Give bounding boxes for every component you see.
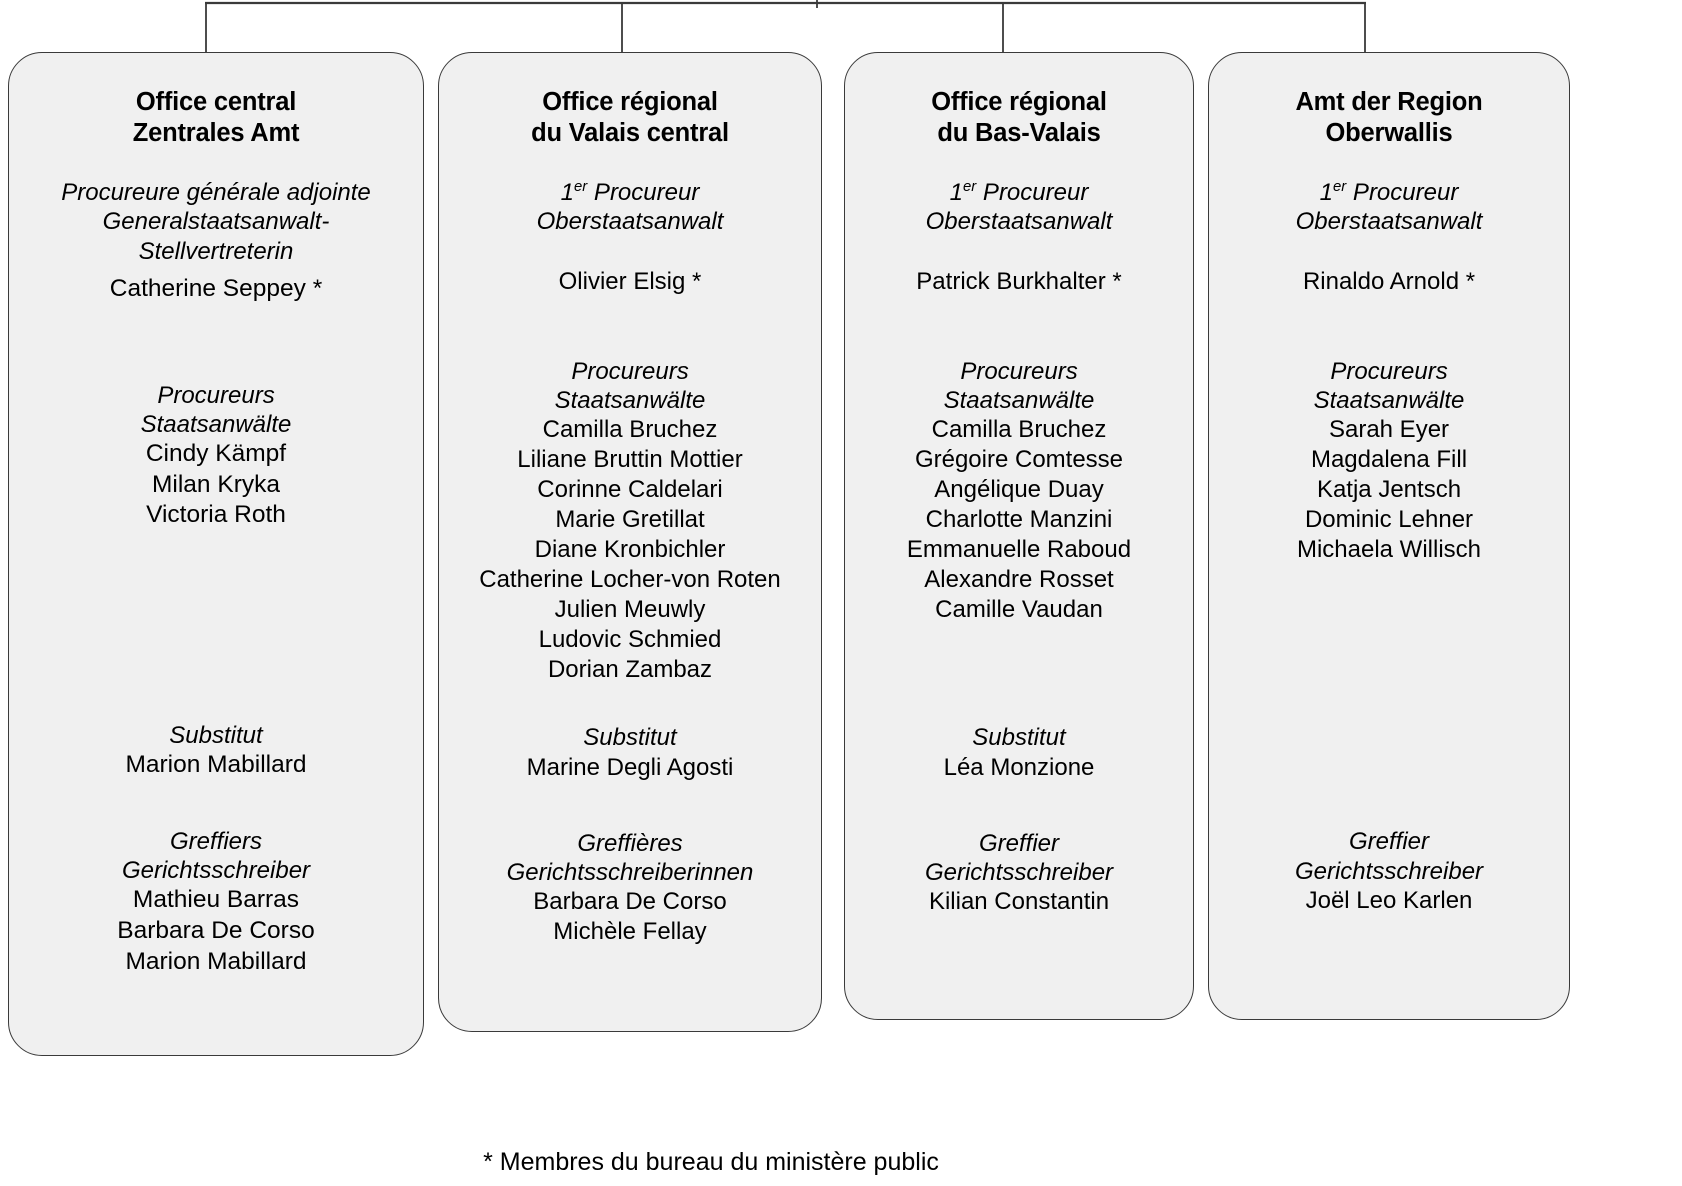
clerks-label: Greffières Gerichtsschreiberinnen bbox=[506, 829, 754, 886]
box-title: Office régional du Bas-Valais bbox=[931, 88, 1107, 147]
clerks-label: Greffier Gerichtsschreiber bbox=[1294, 828, 1484, 885]
head-role-prefix: 1 bbox=[949, 179, 964, 207]
prosecutor-name: Corinne Caldelari bbox=[537, 476, 723, 504]
head-role-superscript: er bbox=[963, 179, 977, 196]
head-role-label: 1er Procureur Oberstaatsanwalt bbox=[449, 178, 811, 237]
prosecutor-name: Camille Vaudan bbox=[935, 596, 1103, 624]
substitut-label: Substitut bbox=[972, 724, 1066, 752]
head-role-label: Procureure générale adjointe Generalstaa… bbox=[61, 179, 371, 265]
clerk-name: Mathieu Barras bbox=[132, 886, 300, 914]
footnote: * Membres du bureau du ministère public bbox=[0, 1148, 1682, 1177]
clerk-name: Kilian Constantin bbox=[928, 888, 1110, 916]
box-title: Office central Zentrales Amt bbox=[132, 88, 300, 147]
prosecutors-label: Procureurs Staatsanwälte bbox=[554, 357, 706, 414]
substitut-name: Léa Monzione bbox=[943, 753, 1095, 781]
prosecutors-label: Procureurs Staatsanwälte bbox=[943, 357, 1095, 414]
box-title: Amt der Region Oberwallis bbox=[1295, 88, 1483, 147]
substitut-name: Marine Degli Agosti bbox=[526, 753, 734, 781]
substitut-label: Substitut bbox=[583, 724, 677, 752]
clerk-name: Barbara De Corso bbox=[533, 888, 727, 916]
prosecutor-name: Charlotte Manzini bbox=[925, 506, 1113, 534]
prosecutor-name: Dominic Lehner bbox=[1304, 506, 1474, 534]
org-box-office-central[interactable]: Office central Zentrales Amt Procureure … bbox=[8, 52, 424, 1056]
prosecutor-name: Dorian Zambaz bbox=[547, 656, 713, 684]
prosecutors-label: Procureurs Staatsanwälte bbox=[1313, 357, 1465, 414]
org-box-amt-der-region-oberwallis[interactable]: Amt der Region Oberwallis 1er Procureur … bbox=[1208, 52, 1570, 1020]
head-role-prefix: 1 bbox=[1319, 179, 1334, 207]
org-box-office-regional-bas-valais[interactable]: Office régional du Bas-Valais 1er Procur… bbox=[844, 52, 1194, 1020]
head-role-label: 1er Procureur Oberstaatsanwalt bbox=[1219, 178, 1559, 237]
prosecutor-name: Ludovic Schmied bbox=[538, 626, 722, 654]
head-role-text: Procureur Oberstaatsanwalt bbox=[536, 179, 724, 236]
head-person: Rinaldo Arnold * bbox=[1302, 267, 1476, 295]
head-role-superscript: er bbox=[574, 179, 588, 196]
prosecutor-name: Grégoire Comtesse bbox=[914, 446, 1124, 474]
clerk-name: Barbara De Corso bbox=[117, 917, 315, 945]
head-person: Catherine Seppey * bbox=[109, 274, 323, 302]
head-role-text: Procureur Oberstaatsanwalt bbox=[1295, 179, 1483, 236]
clerk-name: Michèle Fellay bbox=[553, 918, 707, 946]
prosecutor-name: Liliane Bruttin Mottier bbox=[517, 446, 743, 474]
org-columns-row: Office central Zentrales Amt Procureure … bbox=[0, 52, 1682, 1056]
prosecutor-name: Julien Meuwly bbox=[554, 596, 706, 624]
head-role-prefix: 1 bbox=[560, 179, 575, 207]
prosecutor-name: Alexandre Rosset bbox=[924, 566, 1114, 594]
org-box-office-regional-valais-central[interactable]: Office régional du Valais central 1er Pr… bbox=[438, 52, 822, 1032]
prosecutor-name: Milan Kryka bbox=[152, 470, 280, 498]
head-person: Olivier Elsig * bbox=[558, 267, 702, 295]
prosecutor-name: Camilla Bruchez bbox=[542, 416, 718, 444]
head-role-label: 1er Procureur Oberstaatsanwalt bbox=[855, 178, 1183, 237]
head-role-text: Procureur Oberstaatsanwalt bbox=[925, 179, 1113, 236]
footnote-text: * Membres du bureau du ministère public bbox=[483, 1148, 939, 1176]
prosecutor-name: Magdalena Fill bbox=[1310, 446, 1468, 474]
prosecutor-name: Sarah Eyer bbox=[1328, 416, 1450, 444]
head-person: Patrick Burkhalter * bbox=[916, 267, 1122, 295]
prosecutor-name: Camilla Bruchez bbox=[931, 416, 1107, 444]
substitut-label: Substitut bbox=[169, 722, 263, 750]
prosecutor-name: Diane Kronbichler bbox=[534, 536, 726, 564]
prosecutor-name: Catherine Locher-von Roten bbox=[479, 566, 781, 594]
clerks-label: Greffier Gerichtsschreiber bbox=[924, 829, 1114, 886]
substitut-name: Marion Mabillard bbox=[125, 751, 307, 779]
clerk-name: Joël Leo Karlen bbox=[1305, 886, 1473, 914]
clerks-label: Greffiers Gerichtsschreiber bbox=[121, 827, 311, 885]
prosecutor-name: Emmanuelle Raboud bbox=[906, 536, 1132, 564]
box-title: Office régional du Valais central bbox=[531, 88, 729, 147]
prosecutor-name: Michaela Willisch bbox=[1296, 536, 1482, 564]
prosecutor-name: Victoria Roth bbox=[146, 501, 286, 529]
prosecutor-name: Marie Gretillat bbox=[555, 506, 705, 534]
prosecutor-name: Angélique Duay bbox=[934, 476, 1104, 504]
clerk-name: Marion Mabillard bbox=[125, 947, 307, 975]
prosecutor-name: Cindy Kämpf bbox=[145, 440, 287, 468]
prosecutors-label: Procureurs Staatsanwälte bbox=[140, 381, 292, 438]
prosecutor-name: Katja Jentsch bbox=[1316, 476, 1462, 504]
head-role-superscript: er bbox=[1333, 179, 1347, 196]
